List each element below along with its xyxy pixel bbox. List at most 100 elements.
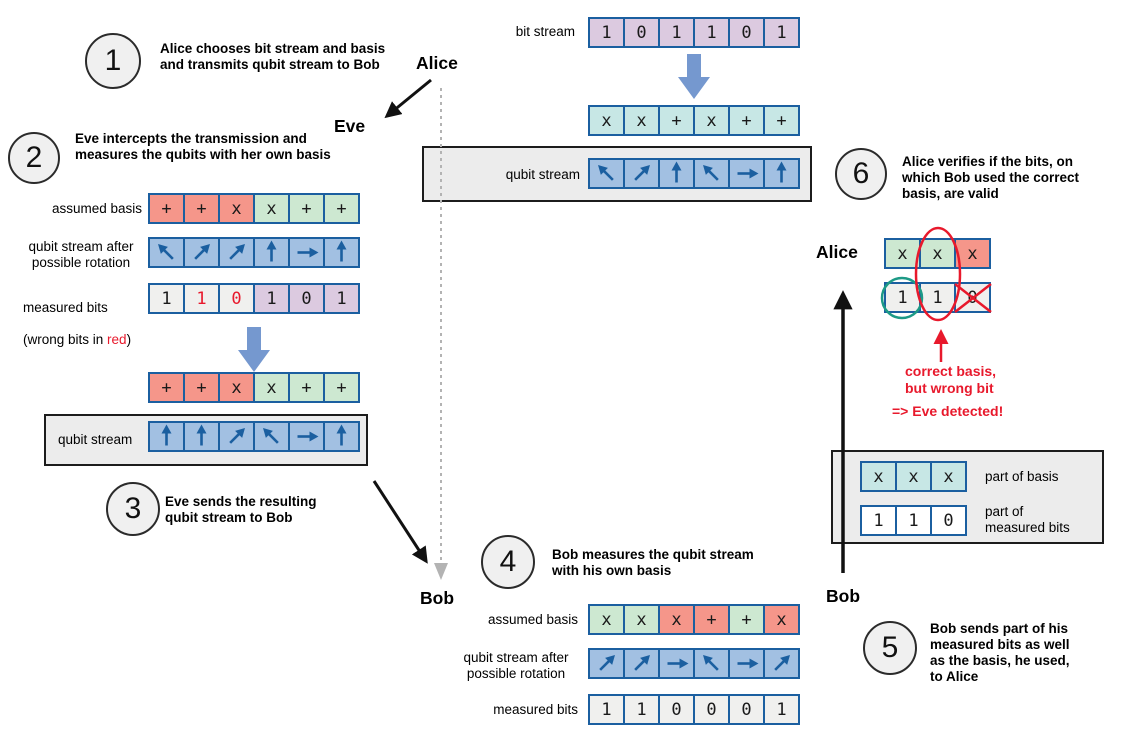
qubit-arrow-icon <box>336 424 347 446</box>
qubit-arrow-cell <box>323 237 360 268</box>
step-3-number: 3 <box>124 492 142 525</box>
qubit-arrow-cell <box>588 648 625 679</box>
qubit-arrow-cell <box>658 158 695 189</box>
label-bob-assumed-basis: assumed basis <box>487 612 578 627</box>
stream-cell: + <box>323 372 360 403</box>
qubit-arrow-icon <box>196 424 207 446</box>
qubit-arrow-cell <box>183 237 220 268</box>
stream-cell: x <box>930 461 967 492</box>
block-arrow-down-icon <box>678 54 710 99</box>
row-alice-qubit-stream <box>588 158 800 189</box>
stream-cell: 0 <box>288 283 325 314</box>
stream-cell: x <box>623 105 660 136</box>
step-6-number: 6 <box>852 157 870 190</box>
qubit-arrow-icon <box>667 658 689 669</box>
row-eve-rotated-qubits <box>148 237 360 268</box>
stream-cell: + <box>288 193 325 224</box>
stream-cell: 0 <box>930 505 967 536</box>
stream-cell: + <box>763 105 800 136</box>
stream-cell: x <box>623 604 660 635</box>
stream-cell: + <box>658 105 695 136</box>
qubit-arrow-icon <box>297 431 319 442</box>
qubit-arrow-cell <box>148 421 185 452</box>
stream-cell: + <box>183 193 220 224</box>
qubit-arrow-cell <box>763 158 800 189</box>
qubit-arrow-icon <box>776 161 787 183</box>
wrong-bits-red-word: red <box>107 332 127 347</box>
stream-cell: x <box>658 604 695 635</box>
stream-cell: + <box>148 372 185 403</box>
label-bit-stream: bit stream <box>515 24 575 39</box>
step-1-circle: 1 <box>85 33 141 89</box>
qubit-arrow-icon <box>634 655 650 671</box>
qubit-arrow-cell <box>623 648 660 679</box>
stream-cell: 1 <box>658 17 695 48</box>
stream-cell: 1 <box>860 505 897 536</box>
stream-cell: 0 <box>658 694 695 725</box>
stream-cell: 1 <box>253 283 290 314</box>
label-eve-rotated: qubit stream after possible rotation <box>28 239 134 270</box>
qubit-arrow-cell <box>728 648 765 679</box>
stream-cell: 1 <box>623 694 660 725</box>
step-1-number: 1 <box>104 44 122 77</box>
stream-cell: 1 <box>763 17 800 48</box>
qubit-arrow-icon <box>266 240 277 262</box>
label-bob-measured-bits: measured bits <box>493 702 578 717</box>
qubit-arrow-cell <box>183 421 220 452</box>
stream-cell: 0 <box>954 282 991 313</box>
step-5-circle: 5 <box>863 621 917 675</box>
step-2-circle: 2 <box>8 132 60 184</box>
encode-arrow-down <box>677 54 711 105</box>
stream-cell: 1 <box>895 505 932 536</box>
stream-cell: 0 <box>218 283 255 314</box>
qubit-arrow-cell <box>218 237 255 268</box>
arrow-alice-to-eve <box>384 78 432 119</box>
qubit-arrow-icon <box>703 165 719 181</box>
stream-cell: 1 <box>919 282 956 313</box>
step-5-number: 5 <box>881 631 899 664</box>
label-eve-measured-bits: measured bits (wrong bits in red) <box>23 284 149 348</box>
qubit-arrow-cell <box>148 237 185 268</box>
step-6-text: Alice verifies if the bits, on which Bob… <box>902 154 1080 201</box>
step-2-text: Eve intercepts the transmission and meas… <box>75 131 331 162</box>
qubit-arrow-cell <box>218 421 255 452</box>
qubit-arrow-cell <box>288 421 325 452</box>
actor-bob-right: Bob <box>826 586 861 606</box>
actor-eve: Eve <box>334 116 366 136</box>
step-3-text: Eve sends the resulting qubit stream to … <box>165 494 317 525</box>
qubit-arrow-cell <box>588 158 625 189</box>
label-part-of-measured-bits: part of measured bits <box>985 504 1070 535</box>
qubit-arrow-icon <box>336 240 347 262</box>
qubit-arrow-icon <box>229 244 245 260</box>
row-eve-qubit-stream <box>148 421 360 452</box>
row-bob-rotated-qubits <box>588 648 800 679</box>
label-eve-assumed-basis: assumed basis <box>51 201 142 216</box>
stream-cell: x <box>884 238 921 269</box>
stream-cell: 0 <box>693 694 730 725</box>
qubit-arrow-icon <box>161 424 172 446</box>
stream-cell: 1 <box>588 694 625 725</box>
stream-cell: 1 <box>693 17 730 48</box>
stream-cell: + <box>323 193 360 224</box>
step-5-text: Bob sends part of his measured bits as w… <box>930 621 1070 684</box>
block-arrow-down-icon <box>238 327 270 372</box>
stream-cell: + <box>288 372 325 403</box>
stream-cell: x <box>860 461 897 492</box>
qubit-arrow-icon <box>263 428 279 444</box>
qubit-arrow-cell <box>288 237 325 268</box>
qubit-arrow-icon <box>774 655 790 671</box>
stream-cell: x <box>253 193 290 224</box>
qubit-arrow-cell <box>658 648 695 679</box>
qubit-arrow-cell <box>728 158 765 189</box>
qubit-arrow-cell <box>763 648 800 679</box>
step-4-circle: 4 <box>481 535 535 589</box>
stream-cell: 1 <box>323 283 360 314</box>
label-bob-rotated: qubit stream after possible rotation <box>463 650 569 681</box>
actor-alice-right: Alice <box>816 242 858 262</box>
